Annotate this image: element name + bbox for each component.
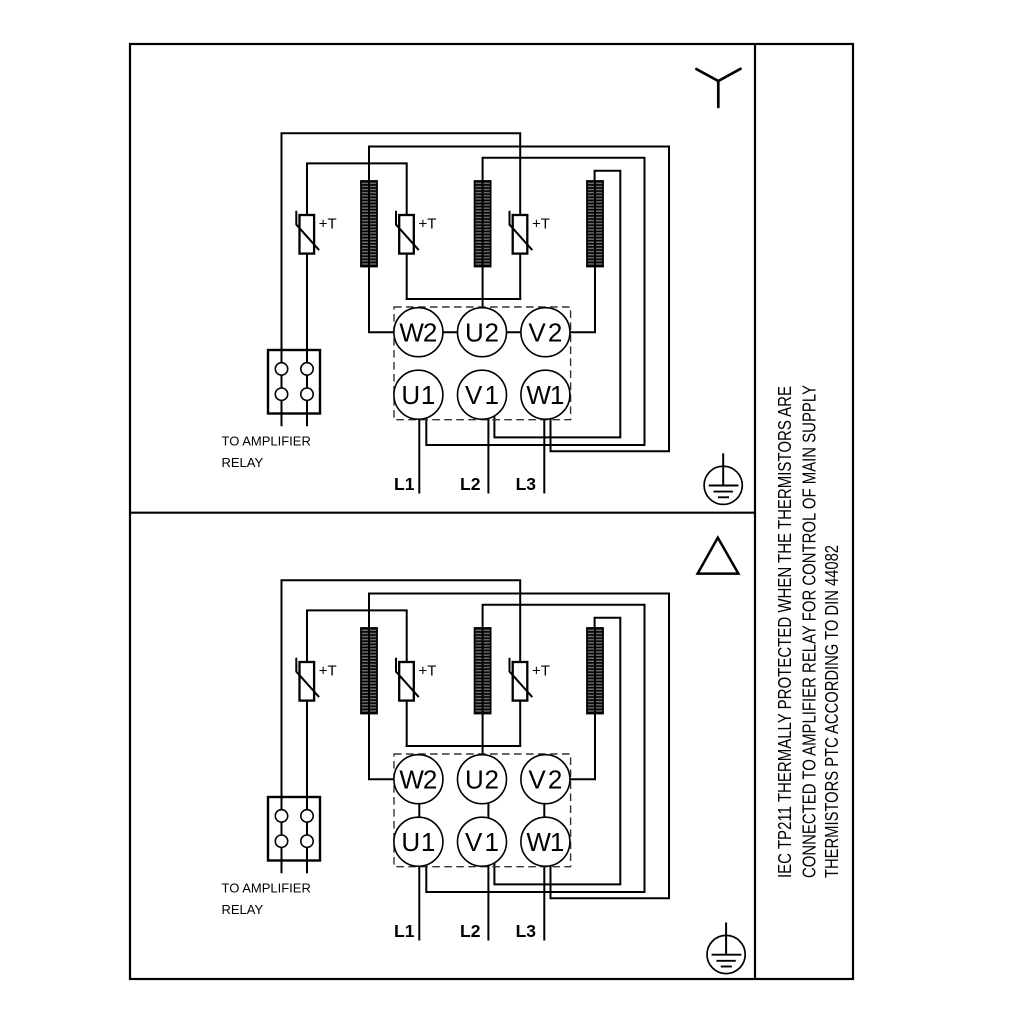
svg-text:IEC TP211 THERMALLY PROTECTED: IEC TP211 THERMALLY PROTECTED WHEN THE T…	[775, 386, 795, 878]
svg-text:CONNECTED TO AMPLIFIER RELAY F: CONNECTED TO AMPLIFIER RELAY FOR CONTROL…	[800, 385, 820, 878]
svg-text:THERMISTORS PTC ACCORDING TO D: THERMISTORS PTC ACCORDING TO DIN 44082	[822, 545, 842, 878]
